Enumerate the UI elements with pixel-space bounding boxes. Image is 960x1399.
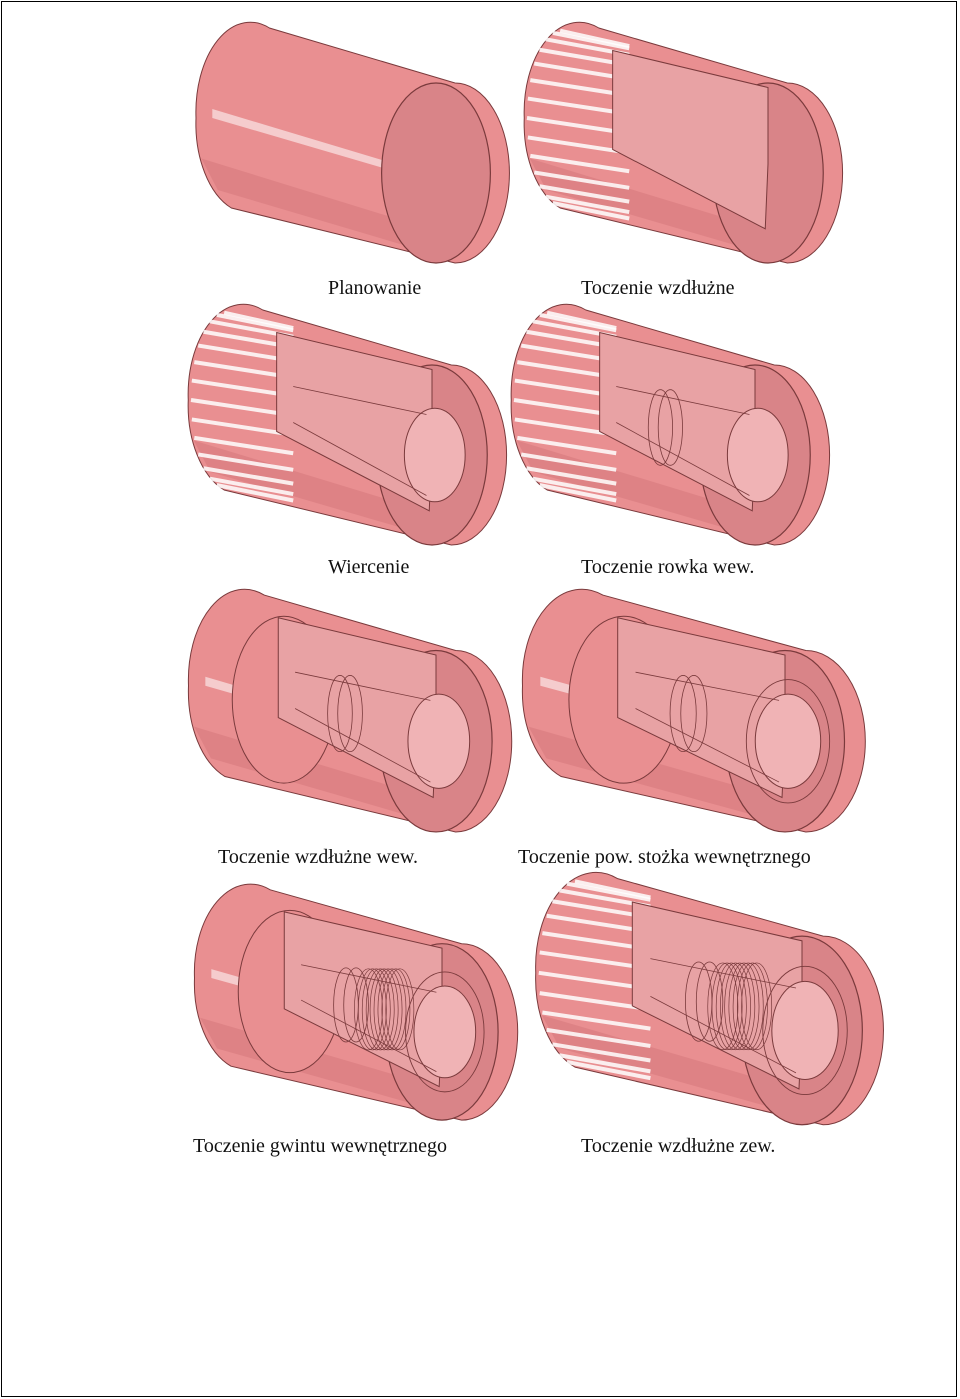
bore bbox=[754, 693, 822, 789]
workpiece-1 bbox=[195, 21, 510, 264]
highlight bbox=[212, 109, 426, 181]
bore bbox=[726, 407, 789, 503]
internal-groove bbox=[327, 675, 363, 753]
workpiece-2 bbox=[523, 21, 844, 264]
chamfer-cone bbox=[762, 965, 848, 1096]
caption-wiercenie: Wiercenie bbox=[328, 556, 410, 578]
workpiece-5 bbox=[187, 588, 513, 833]
caption-planowanie: Planowanie bbox=[328, 277, 422, 299]
caption-toczenie-pow-stozka: Toczenie pow. stożka wewnętrznego bbox=[518, 846, 811, 868]
bore bbox=[771, 980, 839, 1080]
workpiece-3 bbox=[187, 303, 508, 546]
front-face bbox=[381, 82, 492, 264]
bore bbox=[413, 985, 477, 1079]
workpiece-6 bbox=[521, 588, 866, 833]
workpiece-4 bbox=[510, 303, 831, 546]
bore bbox=[407, 693, 471, 789]
internal-groove bbox=[669, 675, 708, 753]
caption-toczenie-gwintu: Toczenie gwintu wewnętrznego bbox=[193, 1135, 448, 1157]
bore-lines bbox=[616, 386, 750, 496]
cutaway-section bbox=[612, 49, 769, 230]
bore-lines bbox=[650, 958, 797, 1074]
internal-thread bbox=[354, 968, 415, 1051]
caption-toczenie-wzdluzne-zew: Toczenie wzdłużne zew. bbox=[581, 1135, 776, 1157]
bore bbox=[403, 407, 466, 503]
caption-toczenie-wzdluzne: Toczenie wzdłużne bbox=[581, 277, 735, 299]
workpiece-7 bbox=[193, 883, 519, 1121]
bore-lines bbox=[293, 386, 427, 496]
internal-thread bbox=[707, 962, 773, 1051]
bore-lines bbox=[635, 671, 780, 783]
internal-groove bbox=[647, 389, 683, 466]
bore-lines bbox=[300, 964, 437, 1072]
bore-lines bbox=[294, 671, 431, 783]
workpiece-8 bbox=[535, 871, 884, 1126]
caption-toczenie-wzdluzne-wew: Toczenie wzdłużne wew. bbox=[218, 846, 418, 868]
shade-band bbox=[201, 158, 409, 245]
caption-toczenie-rowka-wew: Toczenie rowka wew. bbox=[581, 556, 755, 578]
chamfer-cone bbox=[745, 679, 831, 804]
chamfer-cone bbox=[405, 971, 485, 1093]
